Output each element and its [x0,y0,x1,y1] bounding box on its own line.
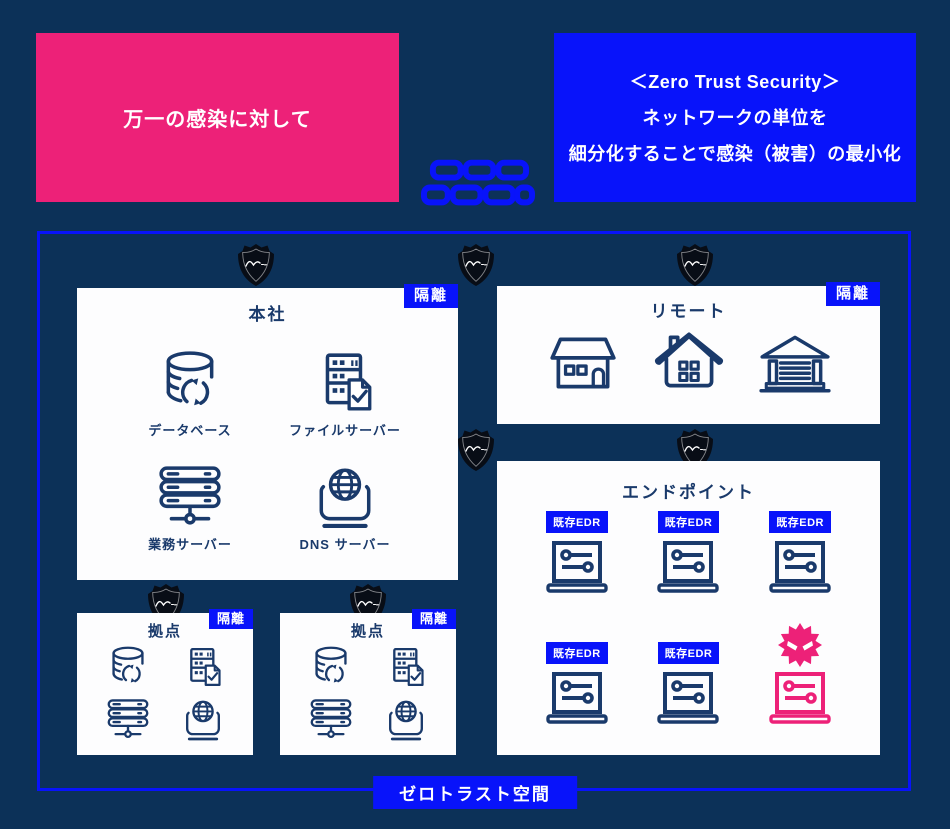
hq-item-dns-server: DNS サーバー [268,463,423,553]
zero-trust-shield-icon [457,428,495,472]
edr-badge: 既存EDR [545,642,608,664]
edr-badge: 既存EDR [769,511,831,533]
laptop-icon [545,540,609,594]
laptop-icon [768,540,832,594]
isolation-badge: 隔離 [403,284,458,308]
infected-laptop-icon [768,671,832,725]
remote-title: リモート [650,302,727,321]
dns-server-icon [312,463,378,529]
edr-badge: 既存EDR [657,642,720,664]
file-server-icon [181,645,225,689]
app-server-icon [106,697,150,741]
branch-grid [293,645,443,741]
remote-icons-row [497,328,880,394]
hq-item-app-server: 業務サーバー [113,463,268,553]
solution-line-3: 細分化することで感染（被害）の最小化 [568,143,902,164]
endpoint-device: 既存EDR [656,642,720,725]
endpoint-row-1: 既存EDR 既存EDR 既存EDR [521,511,856,594]
solution-box: ＜Zero Trust Security＞ ネットワークの単位を 細分化すること… [554,33,916,202]
endpoint-device: 既存EDR [768,511,832,594]
firewall-bricks-icon [420,157,535,212]
zero-trust-space-label: ゼロトラスト空間 [373,776,577,809]
endpoint-device-infected [768,622,832,725]
hq-item-label: DNS サーバー [299,537,391,552]
solution-line-2: ネットワークの単位を [642,107,828,128]
warehouse-icon [756,332,834,394]
endpoint-title: エンドポイント [622,483,755,502]
isolation-badge: 隔離 [411,609,456,629]
endpoint-device: 既存EDR [545,511,609,594]
dns-server-icon [181,697,225,741]
app-server-icon [309,697,353,741]
hq-item-file-server: ファイルサーバー [268,349,423,439]
problem-box: 万一の感染に対して [36,33,399,202]
endpoint-device: 既存EDR [656,511,720,594]
endpoint-device: 既存EDR [545,642,609,725]
virus-icon [777,622,823,668]
database-icon [106,645,150,689]
branch-title: 拠点 [147,623,182,640]
remote-box: 隔離 リモート [497,282,880,424]
problem-text: 万一の感染に対して [123,109,312,131]
branch-grid [90,645,240,741]
dns-server-icon [384,697,428,741]
laptop-icon [656,671,720,725]
isolation-badge: 隔離 [208,609,253,629]
laptop-icon [545,671,609,725]
branch-box: 隔離 拠点 [280,609,456,755]
isolation-badge: 隔離 [825,282,880,306]
headquarters-box: 隔離 本社 データベース ファイルサーバー 業務サーバー DNS サーバー [77,284,458,580]
laptop-icon [656,540,720,594]
hq-item-label: 業務サーバー [148,537,232,552]
database-icon [157,349,223,415]
endpoint-box: エンドポイント 既存EDR 既存EDR 既存EDR 既存EDR 既存EDR [497,461,880,755]
zero-trust-shield-icon [676,243,714,287]
file-server-icon [312,349,378,415]
hq-item-label: ファイルサーバー [289,423,401,438]
zero-trust-shield-icon [237,243,275,287]
edr-badge: 既存EDR [545,511,608,533]
zero-trust-shield-icon [457,243,495,287]
endpoint-row-2: 既存EDR 既存EDR [521,622,856,725]
headquarters-grid: データベース ファイルサーバー 業務サーバー DNS サーバー [113,349,423,553]
branch-box: 隔離 拠点 [77,609,253,755]
file-server-icon [384,645,428,689]
edr-badge: 既存EDR [657,511,720,533]
house-icon [650,328,728,394]
database-icon [309,645,353,689]
branch-title: 拠点 [350,623,385,640]
hq-item-database: データベース [113,349,268,439]
hq-item-label: データベース [148,423,232,438]
headquarters-title: 本社 [248,305,287,324]
shop-icon [544,332,622,394]
solution-line-1: ＜Zero Trust Security＞ [629,71,841,92]
app-server-icon [157,463,223,529]
